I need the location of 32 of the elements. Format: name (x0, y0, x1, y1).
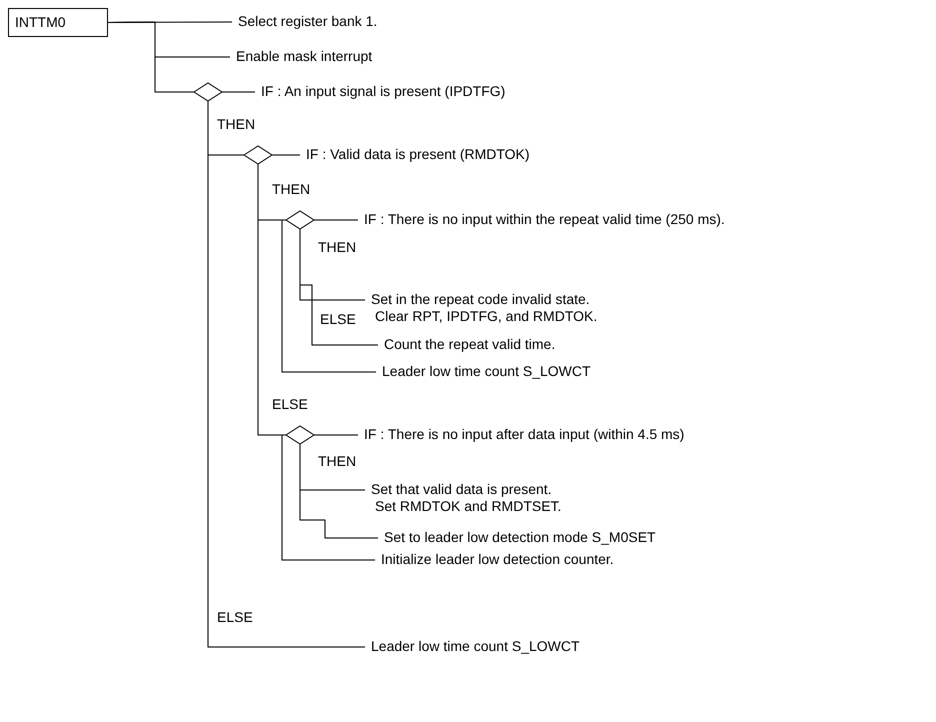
step-text: IF : Valid data is present (RMDTOK) (300, 146, 530, 163)
step-text: Initialize leader low detection counter. (375, 551, 614, 568)
step-text: Set RMDTOK and RMDTSET. (374, 498, 562, 515)
branch-label: THEN (272, 181, 310, 198)
process-box: INTTM0 (8, 8, 108, 37)
step-text: Enable mask interrupt (230, 48, 372, 65)
step-text: IF : An input signal is present (IPDTFG) (255, 83, 506, 100)
step-text: Set that valid data is present. (371, 481, 553, 498)
step-text: Select register bank 1. (232, 13, 378, 30)
branch-label: THEN (217, 116, 256, 133)
step-text: Leader low time count S_LOWCT (365, 638, 580, 655)
branch-label: THEN (318, 453, 356, 470)
step-text: Set in the repeat code invalid state. (371, 291, 591, 308)
connector-line (272, 154, 300, 156)
connector-line (108, 22, 194, 92)
step-text: Set to leader low detection mode S_M0SET (378, 529, 656, 546)
branch-label: ELSE (217, 609, 253, 626)
step-text: Leader low time count S_LOWCT (376, 363, 591, 380)
branch-label: ELSE (272, 396, 308, 413)
step-text: IF : There is no input after data input (within 4.5 ms) (358, 426, 684, 443)
step-text: Count the repeat valid time. (378, 336, 556, 353)
connector-line (314, 434, 358, 436)
step-text: Clear RPT, IPDTFG, and RMDTOK. (374, 308, 598, 325)
decision-diamond (285, 210, 315, 230)
connector-line (300, 228, 378, 346)
branch-label: ELSE (320, 311, 356, 328)
step-text: IF : There is no input within the repeat valid time (250 ms). (358, 211, 725, 228)
decision-diamond (193, 82, 223, 102)
decision-diamond (285, 425, 315, 445)
decision-diamond (243, 145, 273, 165)
connector-line (300, 444, 378, 538)
branch-label: THEN (318, 239, 356, 256)
